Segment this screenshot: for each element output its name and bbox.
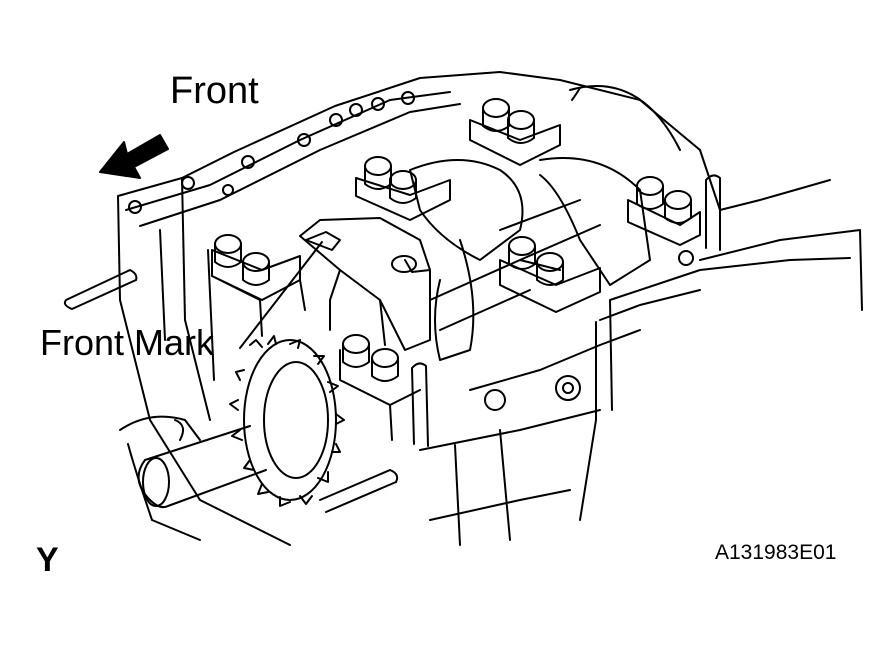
bottom-rail [469,289,701,391]
flange-bolt-holes [128,91,415,214]
lower-center-bolts [342,334,399,382]
bearing-cap-marked [299,217,431,351]
lower-stud [319,469,399,513]
crank-webs [409,157,651,361]
crank-snout [137,425,267,509]
lower-cap [339,349,421,441]
right-bearing-cap [499,199,701,313]
figure-code: A131983E01 [715,541,837,564]
front-label: Front [170,70,259,112]
block-wall-left [159,177,215,421]
cap-middle-bolts [364,156,417,204]
bottom-bosses [484,250,694,411]
left-stud-pin [63,269,138,310]
crank-boss [119,415,201,541]
crank-snout-end [142,457,170,507]
front-mark-label: Front Mark [40,322,215,363]
block-lower-ribs [419,409,601,546]
cylinder-block-outline [117,71,701,546]
bearing-cap-middle [355,177,451,221]
cap-rear-bolts [482,98,535,144]
view-letter: Y [36,541,59,579]
gasket-flange [125,91,461,227]
center-stud [411,362,429,447]
cap-marked-bolt [391,255,417,273]
timing-sprocket [229,335,345,507]
bearing-cap-rear [469,119,561,166]
front-mark-leader [239,241,323,349]
crank-journal [429,199,601,331]
cap-front-bolts [214,234,270,286]
arrow-left-icon [99,134,169,179]
block-wall-right [579,149,863,521]
front-mark-notch [305,231,341,251]
right-stud [705,174,721,251]
flywheel-arc [569,85,681,151]
